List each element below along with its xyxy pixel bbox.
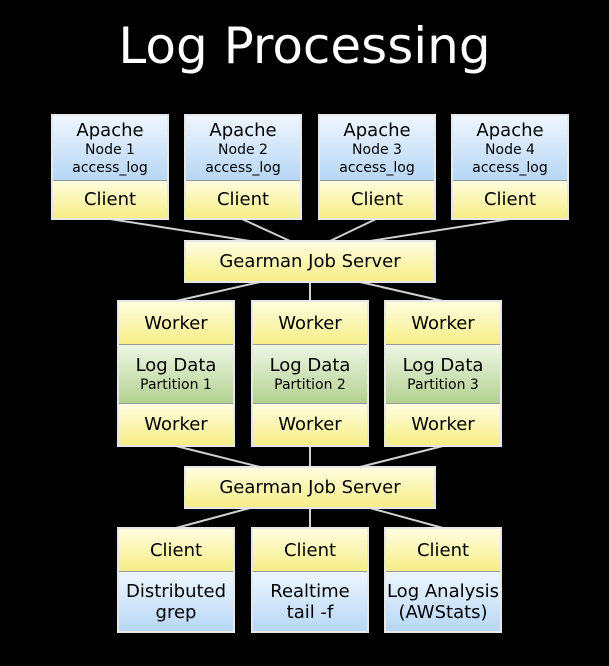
client-cell: Client [119,529,233,571]
log-data-label: Log Data [135,354,217,376]
worker-cell-bottom: Worker [119,403,233,445]
worker-cell-top: Worker [253,302,367,344]
connector-line [329,218,377,242]
page-title: Log Processing [118,17,491,75]
consumer-line-1: Realtime [270,580,350,602]
apache-node-4: Apache Node 4 access_log Client [451,114,569,220]
consumer-grep: Client Distributed grep [117,527,235,633]
partition-label: Partition 1 [140,376,212,393]
worker-cell-top: Worker [386,302,500,344]
node-label: Node 2 [218,141,268,158]
apache-label: Apache [209,119,277,141]
consumer-line-2: tail -f [286,601,334,623]
client-cell: Client [386,529,500,571]
consumer-tail: Client Realtime tail -f [251,527,369,633]
log-label: access_log [205,159,281,176]
connector-line [175,281,261,302]
client-cell: Client [320,180,434,218]
client-cell: Client [186,180,300,218]
log-data-label: Log Data [402,354,484,376]
consumer-cell: Realtime tail -f [253,571,367,631]
client-cell: Client [453,180,567,218]
apache-node-2: Apache Node 2 access_log Client [184,114,302,220]
log-data-cell: Log Data Partition 1 [119,344,233,403]
connector-line [109,218,251,242]
apache-node-3: Apache Node 3 access_log Client [318,114,436,220]
connector-line [175,445,261,468]
log-data-cell: Log Data Partition 2 [253,344,367,403]
consumer-line-1: Distributed [125,580,227,602]
apache-server-cell: Apache Node 4 access_log [453,116,567,180]
node-label: Node 4 [485,141,535,158]
consumer-awstats: Client Log Analysis (AWStats) [384,527,502,633]
apache-server-cell: Apache Node 3 access_log [320,116,434,180]
connector-line [369,218,511,242]
node-label: Node 3 [352,141,402,158]
consumer-line-2: (AWStats) [398,601,488,623]
node-label: Node 1 [85,141,135,158]
connector-line [359,445,444,468]
worker-cell-bottom: Worker [386,403,500,445]
partition-label: Partition 2 [274,376,346,393]
log-label: access_log [339,159,415,176]
connector-line [369,507,444,529]
consumer-line-1: Log Analysis [386,580,500,602]
gearman-job-server-bottom: Gearman Job Server [184,466,436,509]
connector-line [241,218,291,242]
worker-cell-bottom: Worker [253,403,367,445]
partition-block-2: Worker Log Data Partition 2 Worker [251,300,369,447]
log-data-cell: Log Data Partition 3 [386,344,500,403]
worker-cell-top: Worker [119,302,233,344]
partition-label: Partition 3 [407,376,479,393]
apache-label: Apache [76,119,144,141]
log-label: access_log [472,159,548,176]
apache-label: Apache [343,119,411,141]
partition-block-3: Worker Log Data Partition 3 Worker [384,300,502,447]
partition-block-1: Worker Log Data Partition 1 Worker [117,300,235,447]
apache-node-1: Apache Node 1 access_log Client [51,114,169,220]
apache-label: Apache [476,119,544,141]
client-cell: Client [53,180,167,218]
apache-server-cell: Apache Node 2 access_log [186,116,300,180]
connector-line [175,507,251,529]
client-cell: Client [253,529,367,571]
consumer-cell: Log Analysis (AWStats) [386,571,500,631]
gearman-job-server-top: Gearman Job Server [184,240,436,283]
consumer-line-2: grep [155,601,197,623]
consumer-cell: Distributed grep [119,571,233,631]
log-label: access_log [72,159,148,176]
log-data-label: Log Data [269,354,351,376]
connector-line [359,281,444,302]
apache-server-cell: Apache Node 1 access_log [53,116,167,180]
